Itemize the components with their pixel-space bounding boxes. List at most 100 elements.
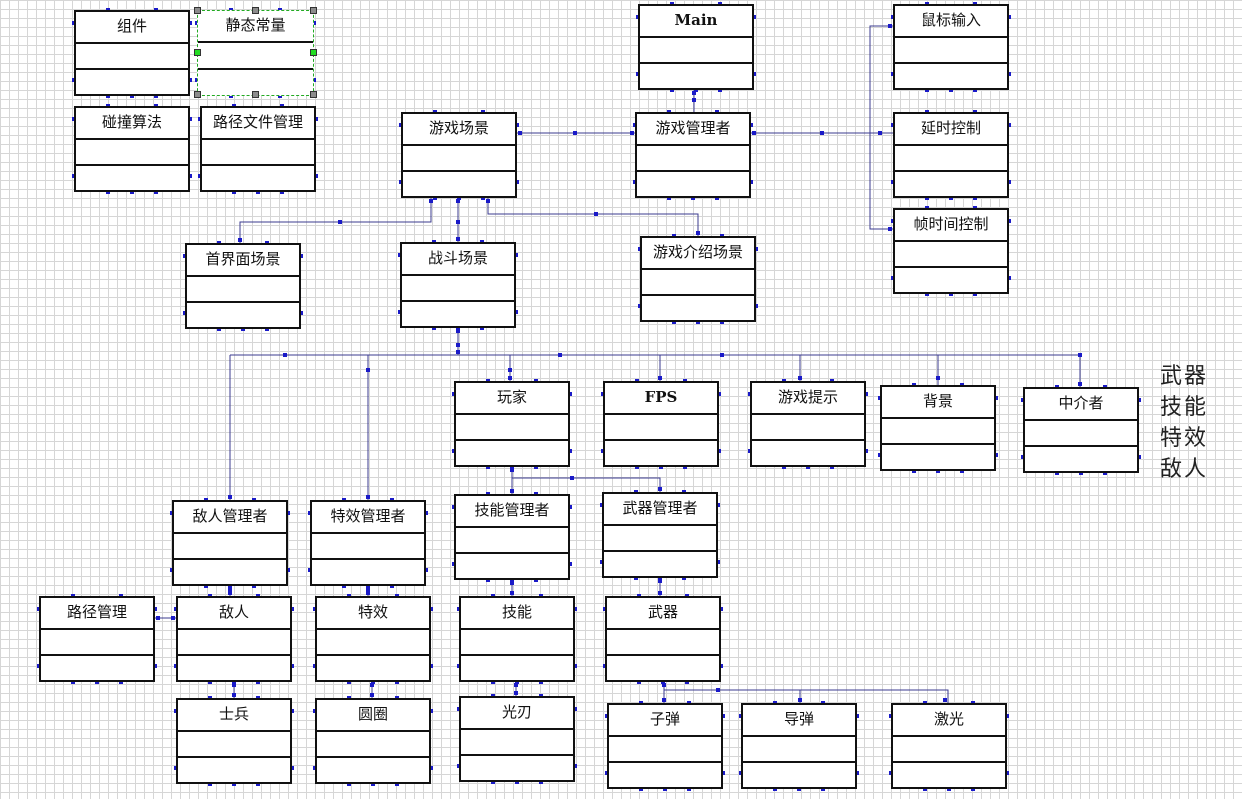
connector-endpoint xyxy=(232,782,236,786)
class-box-wuqiguanli[interactable]: 武器管理者 xyxy=(602,492,718,578)
resize-handle[interactable] xyxy=(194,49,201,56)
connector-endpoint xyxy=(573,664,577,668)
connector-endpoint xyxy=(634,576,638,580)
resize-handle[interactable] xyxy=(310,7,317,14)
connector-endpoint xyxy=(568,505,572,509)
class-box-jingtai[interactable]: 静态常量 xyxy=(197,10,314,96)
methods-section xyxy=(752,441,864,465)
connector-endpoint xyxy=(278,94,282,98)
connector-endpoint xyxy=(718,88,722,92)
connector-endpoint xyxy=(888,24,892,28)
connector-endpoint xyxy=(424,568,428,572)
class-box-pengzhuang[interactable]: 碰撞算法 xyxy=(74,106,190,192)
class-box-shoujiemian[interactable]: 首界面场景 xyxy=(185,243,301,329)
resize-handle[interactable] xyxy=(310,49,317,56)
connector-endpoint xyxy=(286,511,290,515)
class-box-youxichangjing[interactable]: 游戏场景 xyxy=(401,112,517,198)
class-box-daodan[interactable]: 导弹 xyxy=(741,703,857,789)
connector-endpoint xyxy=(570,476,574,480)
connector-endpoint xyxy=(573,131,577,135)
connector-endpoint xyxy=(208,680,212,684)
resize-handle[interactable] xyxy=(252,7,259,14)
class-box-zhandou[interactable]: 战斗场景 xyxy=(400,242,516,328)
resize-handle[interactable] xyxy=(194,91,201,98)
connector-line[interactable] xyxy=(664,689,949,703)
connector-endpoint xyxy=(156,616,160,620)
class-box-youxiguanli[interactable]: 游戏管理者 xyxy=(635,112,751,198)
methods-section xyxy=(41,656,153,680)
class-box-lujingwenjian[interactable]: 路径文件管理 xyxy=(200,106,316,192)
class-name: 帧时间控制 xyxy=(895,210,1007,242)
class-box-lujingguanli[interactable]: 路径管理 xyxy=(39,596,155,682)
connector-endpoint xyxy=(667,196,671,200)
connector-endpoint xyxy=(486,465,490,469)
connector-line[interactable] xyxy=(487,198,699,236)
connector-line[interactable] xyxy=(512,477,661,492)
attributes-section xyxy=(461,630,573,656)
class-box-fps[interactable]: FPS xyxy=(603,381,719,467)
connector-endpoint xyxy=(429,766,433,770)
connector-endpoint xyxy=(390,584,394,588)
connector-line[interactable] xyxy=(869,25,893,133)
class-box-texiaoguanli[interactable]: 特效管理者 xyxy=(310,500,426,586)
class-name: 首界面场景 xyxy=(187,245,299,277)
class-box-shubiao[interactable]: 鼠标输入 xyxy=(893,4,1009,90)
connector-endpoint xyxy=(106,190,110,194)
connector-endpoint xyxy=(280,190,284,194)
class-box-guangren[interactable]: 光刃 xyxy=(459,696,575,782)
attributes-section xyxy=(317,732,429,758)
class-box-texiao[interactable]: 特效 xyxy=(315,596,431,682)
connector-endpoint xyxy=(347,680,351,684)
connector-endpoint xyxy=(1007,72,1011,76)
class-box-jinengguanli[interactable]: 技能管理者 xyxy=(454,494,570,580)
connector-endpoint xyxy=(342,584,346,588)
methods-section xyxy=(317,758,429,782)
connector-endpoint xyxy=(662,683,666,687)
connector-endpoint xyxy=(1055,471,1059,475)
connector-endpoint xyxy=(658,376,662,380)
class-box-zhongjie[interactable]: 中介者 xyxy=(1023,387,1139,473)
class-box-jieshao[interactable]: 游戏介绍场景 xyxy=(640,236,756,322)
class-box-yanshi[interactable]: 延时控制 xyxy=(893,112,1009,198)
class-box-wanjia[interactable]: 玩家 xyxy=(454,381,570,467)
connector-endpoint xyxy=(682,576,686,580)
connector-endpoint xyxy=(994,396,998,400)
attributes-section xyxy=(743,737,855,763)
class-box-tishi[interactable]: 游戏提示 xyxy=(750,381,866,467)
connector-endpoint xyxy=(878,131,882,135)
class-box-diren[interactable]: 敌人 xyxy=(176,596,292,682)
connector-endpoint xyxy=(366,495,370,499)
class-box-yuanquan[interactable]: 圆圈 xyxy=(315,698,431,784)
connector-endpoint xyxy=(290,664,294,668)
class-box-shibing[interactable]: 士兵 xyxy=(176,698,292,784)
connector-endpoint xyxy=(370,693,374,697)
class-box-wuqi[interactable]: 武器 xyxy=(605,596,721,682)
resize-handle[interactable] xyxy=(252,91,259,98)
class-box-beijing[interactable]: 背景 xyxy=(880,385,996,471)
connector-endpoint xyxy=(510,591,514,595)
connector-endpoint xyxy=(720,320,724,324)
resize-handle[interactable] xyxy=(194,7,201,14)
connector-endpoint xyxy=(153,607,157,611)
connector-endpoint xyxy=(888,227,892,231)
connector-line[interactable] xyxy=(239,198,432,243)
attributes-section xyxy=(895,146,1007,172)
connector-line[interactable] xyxy=(869,133,893,230)
note-line: 武器 xyxy=(1160,364,1209,389)
class-box-zujian[interactable]: 组件 xyxy=(74,10,190,96)
connector-endpoint xyxy=(949,196,953,200)
connector-endpoint xyxy=(670,88,674,92)
connector-endpoint xyxy=(936,469,940,473)
resize-handle[interactable] xyxy=(310,91,317,98)
class-box-jineng[interactable]: 技能 xyxy=(459,596,575,682)
class-box-zhenshijian[interactable]: 帧时间控制 xyxy=(893,208,1009,294)
methods-section xyxy=(76,166,188,190)
connector-endpoint xyxy=(486,199,490,203)
class-box-direnguanli[interactable]: 敌人管理者 xyxy=(172,500,288,586)
connector-line[interactable] xyxy=(664,689,801,703)
class-box-zidan[interactable]: 子弹 xyxy=(607,703,723,789)
class-box-jiguang[interactable]: 激光 xyxy=(891,703,1007,789)
class-box-main[interactable]: Main xyxy=(638,4,754,90)
connector-endpoint xyxy=(830,465,834,469)
